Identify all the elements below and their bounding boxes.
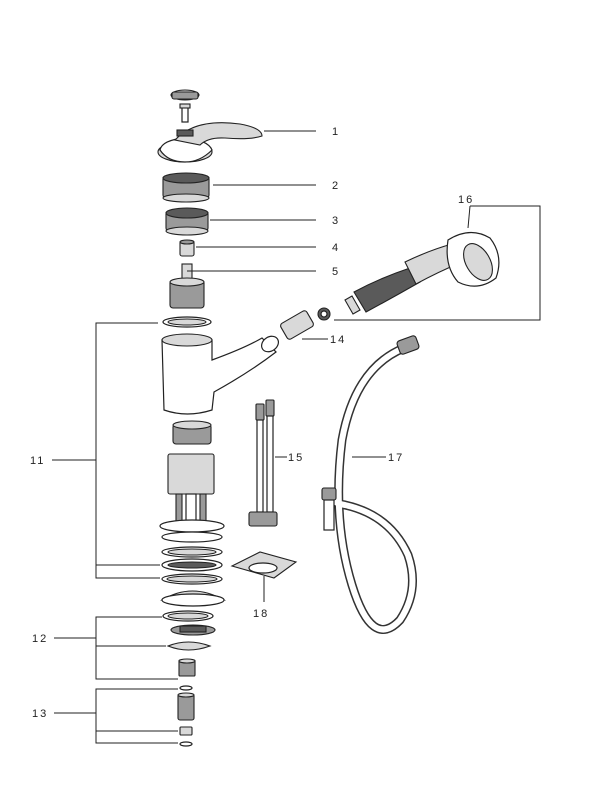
handle-cap-button — [170, 89, 200, 101]
part-4-adapter — [179, 239, 195, 257]
handle-screw — [179, 103, 191, 123]
part-11-gasket-b — [161, 558, 223, 572]
callout-11: 11 — [30, 455, 45, 467]
part-15-supply-lines — [248, 399, 278, 527]
part-13-oring — [179, 685, 193, 691]
part-17-hose — [321, 335, 420, 634]
callout-14: 14 — [330, 334, 346, 346]
part-11-base-plate — [160, 590, 227, 607]
callout-18: 18 — [253, 608, 269, 620]
part-11-gasket-a — [161, 546, 223, 558]
part-12-washer — [162, 610, 214, 622]
part-13-spacer — [179, 726, 193, 736]
part-12-bracket — [170, 624, 216, 636]
part-5-cartridge — [169, 263, 205, 309]
callout-3: 3 — [332, 215, 340, 227]
part-18-escutcheon — [230, 551, 298, 579]
part-11-oring-top — [162, 316, 212, 328]
callout-4: 4 — [332, 242, 340, 254]
part-12-horseshoe-washer — [166, 641, 212, 651]
part-11-gasket-c — [161, 573, 223, 585]
callout-2: 2 — [332, 180, 340, 192]
part-13-small-oring — [179, 741, 193, 747]
callout-1: 1 — [332, 126, 340, 138]
callout-17: 17 — [388, 452, 404, 464]
part-14-hose-adapter — [280, 307, 331, 340]
part-11-faucet-body — [161, 333, 279, 415]
part-13-connector — [177, 692, 195, 721]
callout-15: 15 — [288, 452, 304, 464]
part-11-mount-shank — [159, 453, 225, 543]
part-11-collar — [172, 420, 212, 445]
callout-12: 12 — [32, 633, 48, 645]
callout-5: 5 — [332, 266, 340, 278]
part-12-nut — [178, 658, 196, 677]
callout-16: 16 — [458, 194, 474, 206]
part-16-spray-head — [344, 231, 500, 315]
callout-13: 13 — [32, 708, 48, 720]
part-3-bonnet-nut — [165, 207, 209, 236]
part-2-dome-cap — [162, 172, 210, 203]
part-1-handle-lever — [157, 122, 263, 163]
leader-lines — [52, 130, 541, 744]
